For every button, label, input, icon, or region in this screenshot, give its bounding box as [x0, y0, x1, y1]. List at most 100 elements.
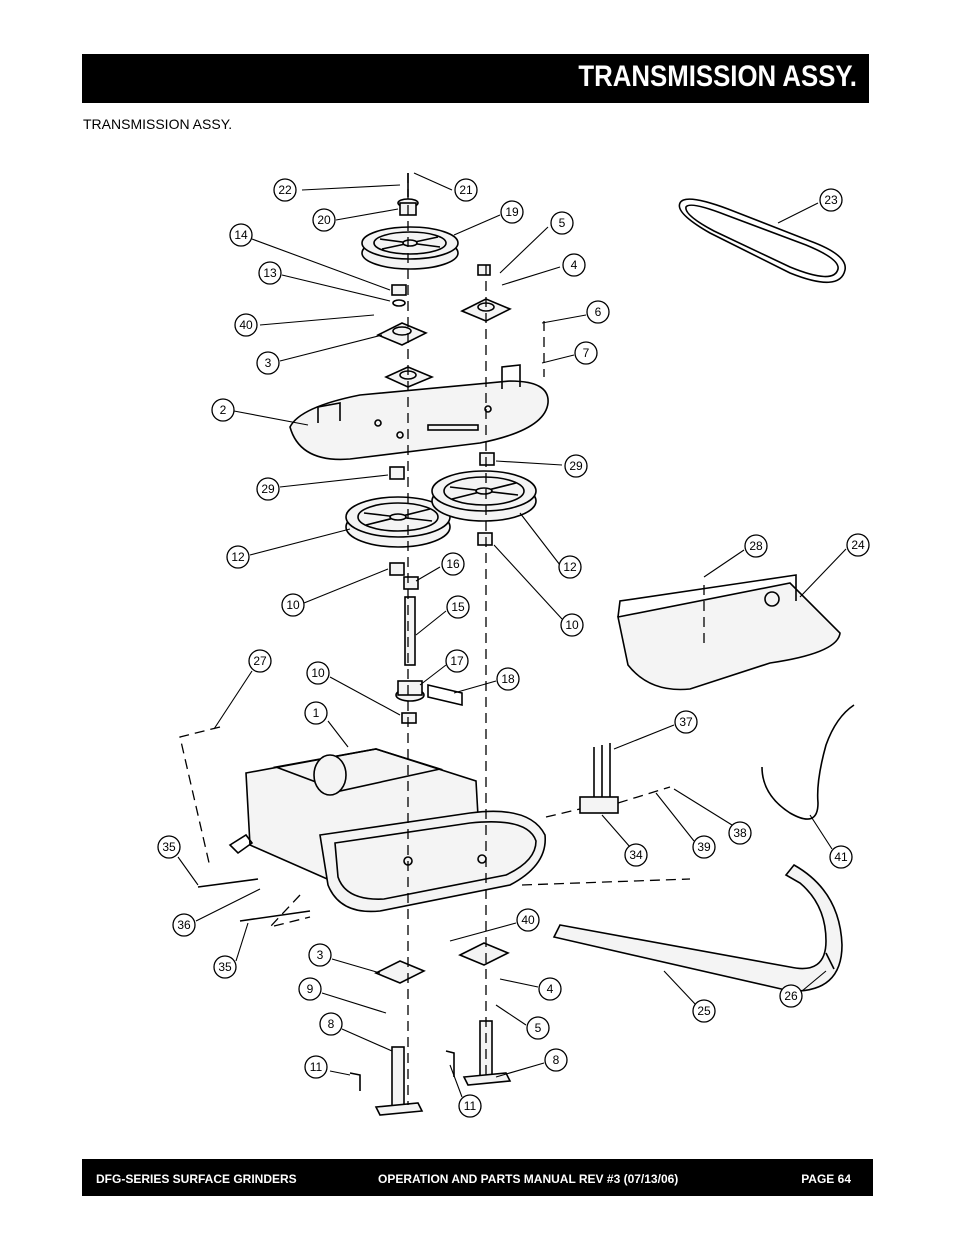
spindle-left: [374, 1046, 424, 1116]
callout-4-top: 4: [501, 253, 586, 286]
section-label: TRANSMISSION ASSY.: [83, 116, 233, 132]
callout-18: 18: [453, 667, 520, 694]
callout-1: 1: [304, 701, 349, 748]
footer-manual: OPERATION AND PARTS MANUAL REV #3 (07/13…: [378, 1172, 679, 1186]
svg-text:24: 24: [851, 538, 865, 552]
svg-text:28: 28: [749, 539, 763, 553]
callout-41: 41: [809, 814, 853, 869]
callout-5-top: 5: [499, 211, 574, 274]
v-belt: [678, 198, 846, 284]
callout-27: 27: [213, 649, 272, 730]
svg-text:5: 5: [559, 216, 566, 230]
callout-7: 7: [541, 341, 598, 365]
gear-left: [345, 496, 451, 548]
assembly-lines: [179, 173, 705, 1105]
callout-20: 20: [312, 208, 399, 232]
svg-text:14: 14: [234, 228, 248, 242]
gear-housing: [245, 748, 546, 913]
callout-29-left: 29: [256, 474, 389, 501]
callout-11-right: 11: [449, 1064, 482, 1118]
svg-text:20: 20: [317, 213, 331, 227]
callout-2: 2: [211, 398, 309, 426]
svg-text:26: 26: [784, 989, 798, 1003]
svg-text:4: 4: [547, 982, 554, 996]
svg-text:35: 35: [162, 840, 176, 854]
callout-29-right: 29: [495, 454, 588, 478]
callout-12-left: 12: [226, 528, 351, 569]
svg-text:8: 8: [553, 1053, 560, 1067]
callout-28: 28: [703, 534, 768, 578]
svg-text:25: 25: [697, 1004, 711, 1018]
svg-text:41: 41: [834, 850, 848, 864]
svg-text:21: 21: [459, 183, 473, 197]
svg-text:1: 1: [313, 706, 320, 720]
svg-text:11: 11: [310, 1060, 323, 1074]
callout-11-left: 11: [304, 1055, 351, 1079]
svg-text:6: 6: [595, 305, 602, 319]
callout-8-right: 8: [495, 1048, 568, 1078]
transmission-exploded-diagram: 22 21 20 19 5 4 14 13 40 3 6 7: [157, 172, 870, 1118]
callout-3-top: 3: [256, 334, 383, 375]
callout-6: 6: [541, 300, 610, 324]
callout-40-lower: 40: [449, 908, 540, 942]
svg-text:12: 12: [563, 560, 577, 574]
pulley-assembly: [361, 173, 459, 270]
bearings-upper: [376, 264, 512, 388]
callout-26: 26: [779, 970, 827, 1008]
footer-page-number: PAGE 64: [801, 1172, 851, 1186]
callout-35-upper: 35: [157, 835, 199, 886]
lever: [228, 833, 254, 855]
svg-text:13: 13: [263, 266, 277, 280]
svg-text:3: 3: [317, 948, 324, 962]
gear-right: [431, 470, 537, 522]
svg-text:29: 29: [569, 459, 583, 473]
callout-25: 25: [663, 970, 716, 1023]
callout-13: 13: [258, 261, 391, 302]
svg-text:40: 40: [521, 913, 535, 927]
page-title: TRANSMISSION ASSY.: [578, 60, 857, 93]
bolt-35-lower: [239, 910, 311, 922]
svg-text:35: 35: [218, 960, 232, 974]
cable: [761, 704, 855, 820]
callout-34: 34: [601, 814, 648, 867]
callout-21: 21: [413, 172, 478, 202]
svg-text:39: 39: [697, 840, 711, 854]
spacer-29-left: [389, 466, 405, 480]
svg-text:10: 10: [311, 666, 325, 680]
callout-16: 16: [415, 552, 465, 582]
key-18: [427, 683, 463, 707]
svg-text:16: 16: [446, 557, 460, 571]
svg-text:19: 19: [505, 205, 519, 219]
bolt-35: [197, 878, 259, 888]
bolt-26: [825, 952, 835, 970]
tray: [617, 574, 841, 691]
callout-40-top: 40: [234, 313, 375, 337]
callout-12-right: 12: [519, 512, 582, 579]
svg-text:10: 10: [286, 598, 300, 612]
key-11-left: [349, 1072, 361, 1091]
svg-text:3: 3: [265, 356, 272, 370]
svg-text:38: 38: [733, 826, 747, 840]
bushing-10-lower: [401, 712, 417, 724]
shaft-15: [404, 596, 416, 666]
svg-text:4: 4: [571, 258, 578, 272]
svg-text:36: 36: [177, 918, 191, 932]
callout-39: 39: [655, 792, 716, 859]
svg-text:40: 40: [239, 318, 253, 332]
svg-text:27: 27: [253, 654, 267, 668]
svg-text:11: 11: [464, 1099, 477, 1113]
callout-10-left: 10: [281, 568, 389, 617]
callout-22: 22: [273, 178, 401, 202]
callout-17: 17: [419, 649, 469, 686]
callout-23: 23: [777, 188, 843, 224]
svg-text:15: 15: [451, 600, 465, 614]
handle-bar: [552, 863, 843, 992]
footer-product: DFG-SERIES SURFACE GRINDERS: [96, 1172, 297, 1186]
callout-14: 14: [229, 223, 391, 291]
callout-36: 36: [172, 888, 261, 937]
callout-10-lower: 10: [306, 661, 401, 716]
svg-text:8: 8: [328, 1017, 335, 1031]
bearing-40-lower: [458, 942, 510, 966]
callout-19: 19: [453, 200, 524, 236]
svg-text:37: 37: [679, 715, 693, 729]
